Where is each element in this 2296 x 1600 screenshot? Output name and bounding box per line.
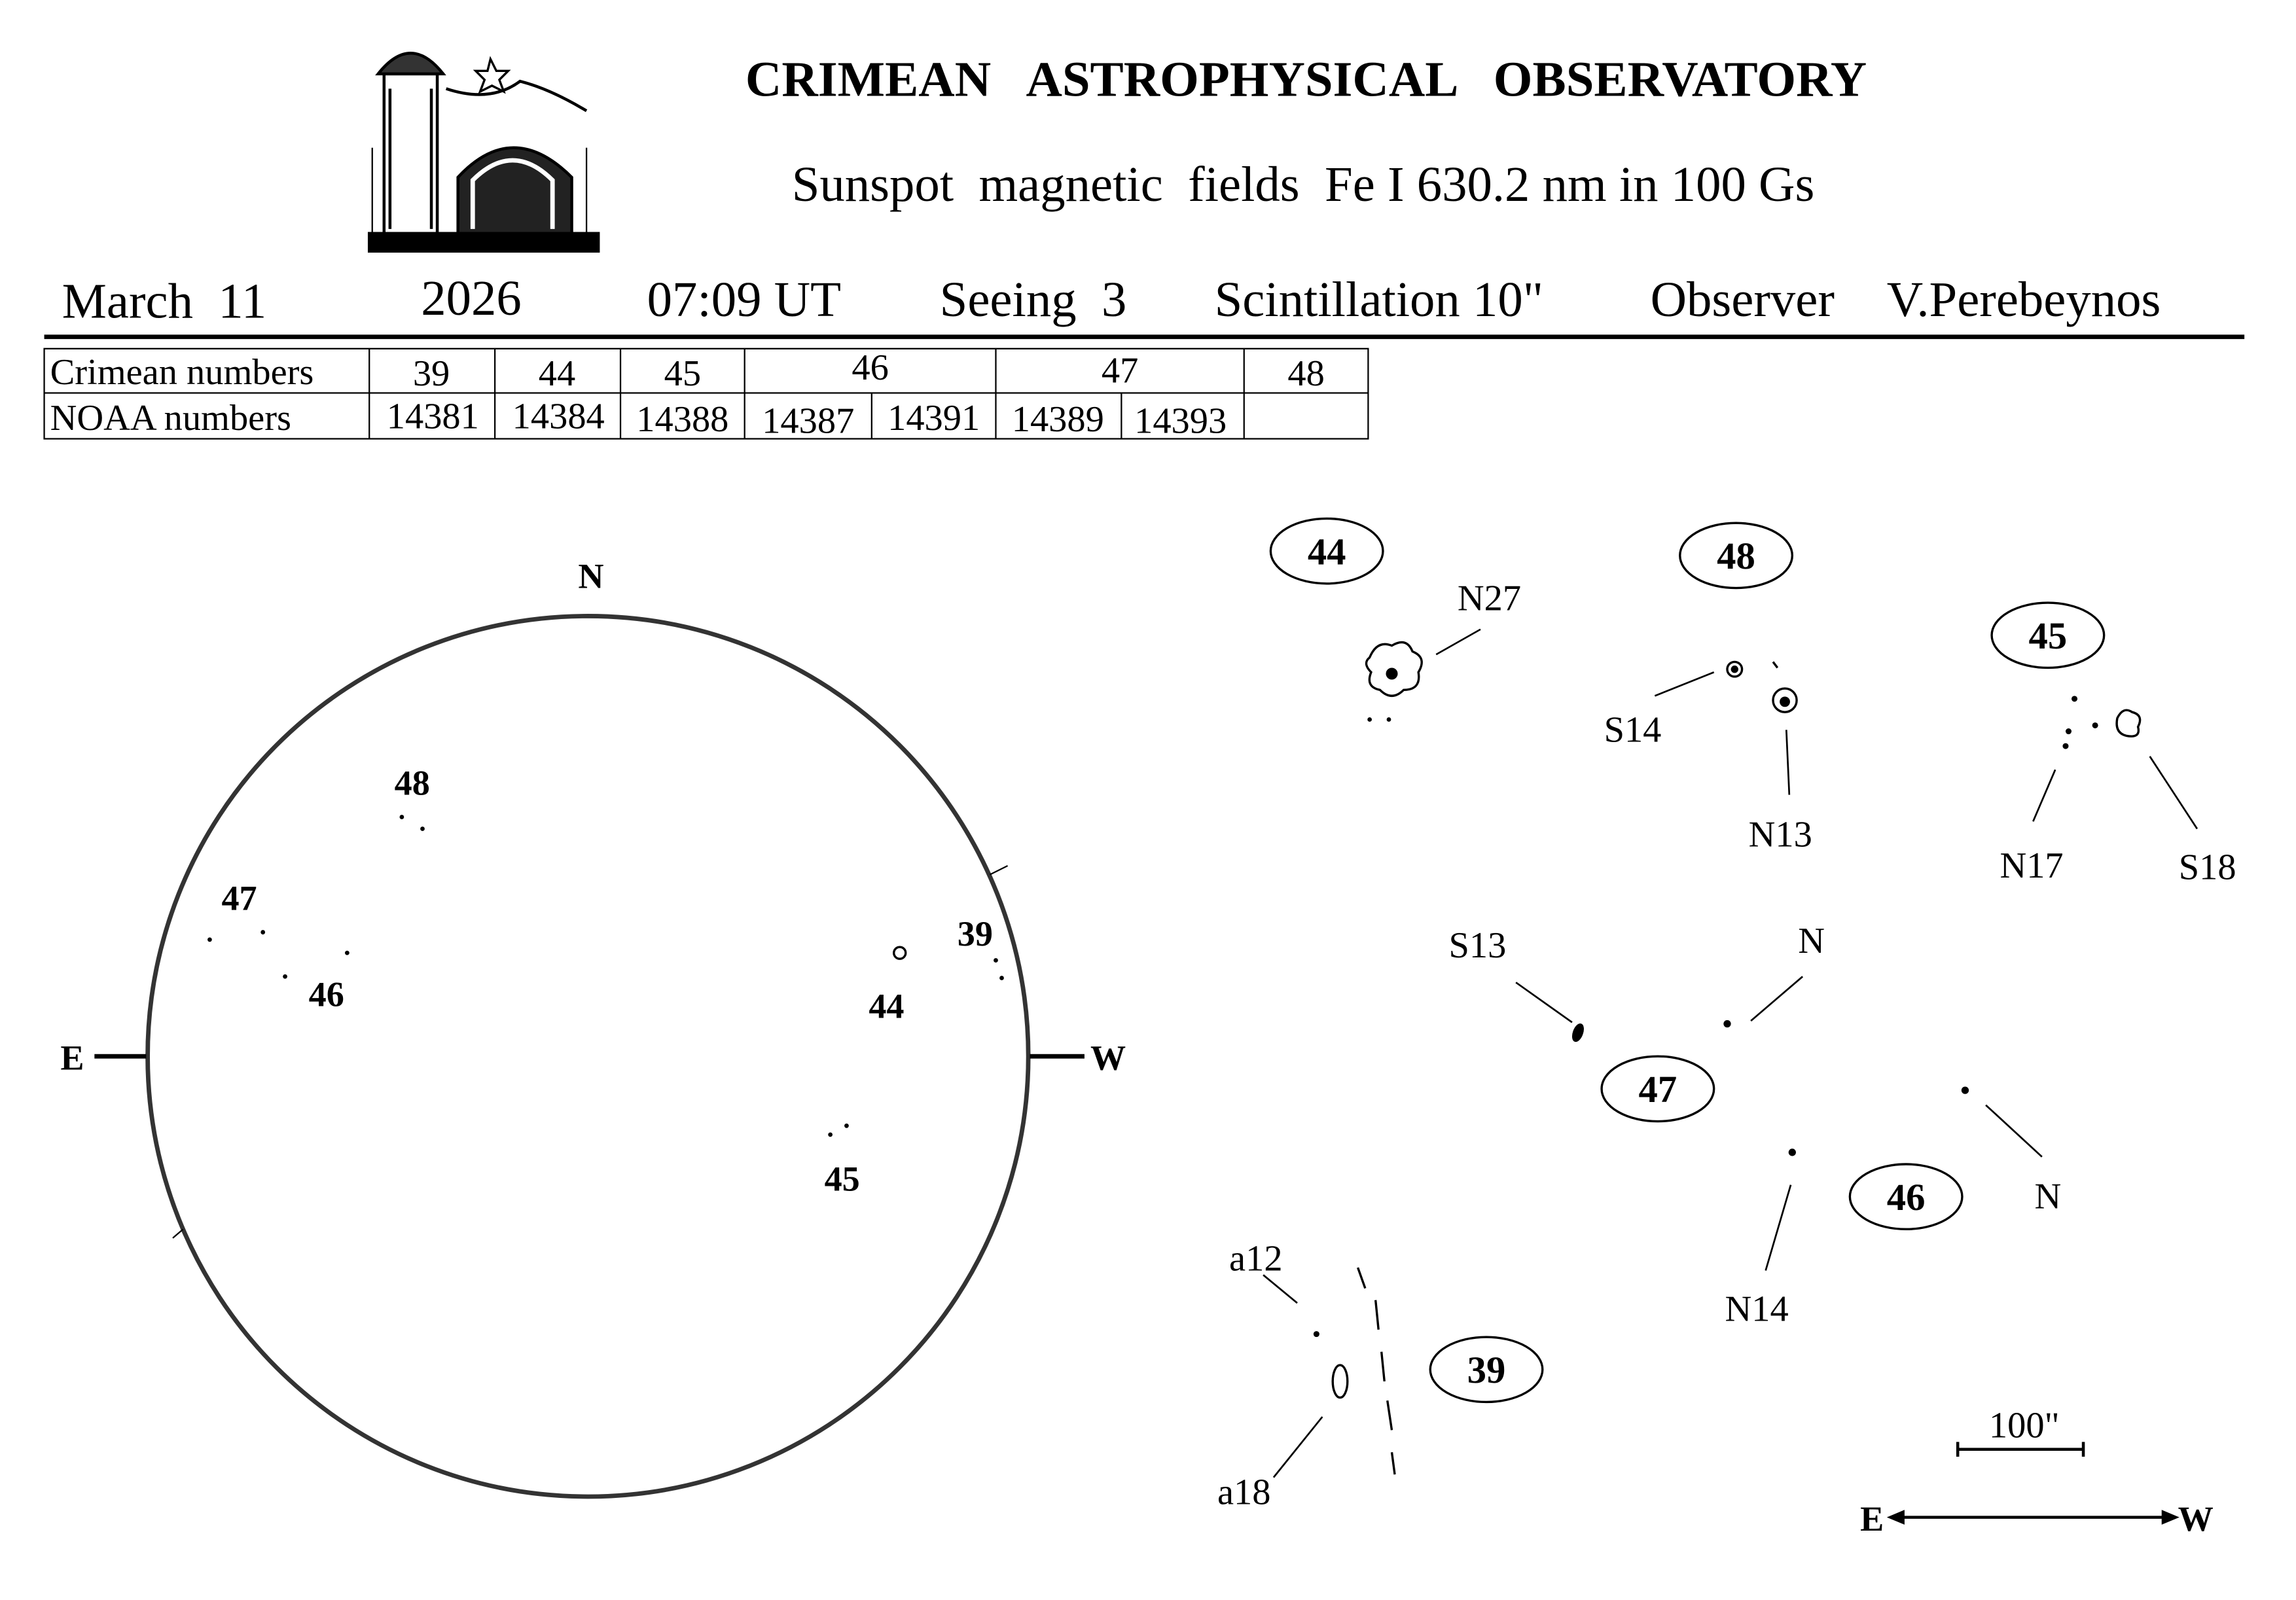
detail-region-number: 44 (1308, 530, 1346, 573)
observer-name: V.Perebeynos (1887, 272, 2161, 327)
disk-region-label: 45 (825, 1160, 860, 1199)
region-oval (1848, 1163, 1964, 1231)
detail-region-number: 47 (1639, 1068, 1677, 1111)
noaa-number: 14389 (1012, 399, 1104, 440)
crimean-number: 45 (664, 353, 701, 394)
west-label: W (1090, 1039, 1126, 1078)
polarity-label: N (2035, 1177, 2062, 1217)
scale-label: 100" (1989, 1406, 2060, 1446)
polarity-label: N27 (1458, 578, 1521, 618)
sunspot-marks (207, 815, 1004, 1137)
polarity-label: N14 (1725, 1289, 1789, 1329)
detail-region-number: 48 (1717, 535, 1755, 577)
sunspot-drawings (1313, 641, 2142, 1475)
north-label: N (578, 557, 603, 596)
crimean-number: 47 (1102, 351, 1138, 391)
noaa-number: 14381 (387, 397, 479, 437)
polarity-label: a12 (1229, 1239, 1282, 1279)
crimean-number: 44 (539, 353, 575, 394)
scintillation: Scintillation 10" (1215, 272, 1543, 327)
observer-label: Observer (1651, 272, 1835, 327)
seeing: Seeing 3 (940, 272, 1127, 327)
leader-lines (1263, 628, 2198, 1478)
info-line: March 11 2026 07:09 UT Seeing 3 Scintill… (62, 270, 2161, 329)
detail-region-number: 45 (2029, 614, 2068, 657)
noaa-number: 14391 (888, 398, 980, 438)
region-number-table (43, 347, 1369, 440)
east-label: E (60, 1039, 84, 1078)
noaa-number: 14393 (1134, 400, 1227, 441)
region-detail-drawings: 44 48 45 47 46 39 N27 S14 N13 N17 S18 S1… (1217, 517, 2236, 1538)
noaa-number: 14384 (512, 397, 605, 437)
noaa-number: 14388 (636, 399, 728, 440)
crimean-number: 39 (413, 353, 450, 394)
page-subtitle: Sunspot magnetic fields Fe I 630.2 nm in… (792, 156, 1815, 212)
solar-disk: N E W 48 47 46 39 44 45 (60, 557, 1126, 1499)
east-west-arrow: E W (1860, 1499, 2214, 1538)
detail-region-number: 39 (1467, 1349, 1506, 1391)
disk-region-label: 48 (395, 764, 430, 803)
polarity-label: a18 (1217, 1472, 1270, 1512)
disk-region-label: 44 (869, 986, 904, 1025)
region-oval (1990, 601, 2106, 669)
time: 07:09 UT (647, 272, 841, 327)
polarity-label: N13 (1749, 815, 1812, 855)
polarity-label: S18 (2179, 847, 2236, 887)
noaa-number: 14387 (762, 400, 854, 441)
arrow-east-label: E (1860, 1499, 1884, 1538)
region-oval (1679, 522, 1794, 590)
disk-region-label: 46 (309, 974, 344, 1014)
crimean-number: 48 (1287, 353, 1324, 394)
detail-region-number: 46 (1887, 1176, 1926, 1218)
arrow-west-label: W (2178, 1499, 2214, 1538)
year: 2026 (421, 270, 522, 326)
region-oval (1600, 1055, 1715, 1123)
region-oval (1269, 517, 1384, 585)
polarity-label: N17 (2000, 845, 2063, 886)
disk-region-label: 47 (221, 879, 257, 918)
table-row-label: Crimean numbers (50, 352, 314, 393)
polarity-label: S13 (1449, 925, 1507, 966)
page-title: CRIMEAN ASTROPHYSICAL OBSERVATORY (745, 52, 1867, 107)
table-row-label: NOAA numbers (50, 398, 291, 438)
date: March 11 (62, 273, 267, 329)
crimean-number: 46 (852, 347, 888, 388)
polarity-label: S14 (1604, 709, 1662, 750)
region-oval (1429, 1336, 1544, 1404)
polarity-label: N (1798, 921, 1825, 961)
observatory-logo (367, 52, 600, 253)
disk-region-label: 39 (958, 914, 993, 953)
